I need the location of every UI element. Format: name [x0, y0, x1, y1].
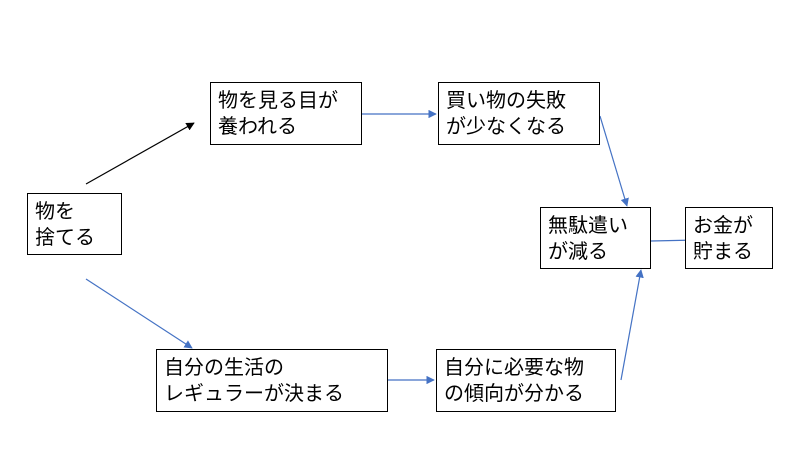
node-life-regulars: 自分の生活の レギュラーが決まる — [156, 349, 388, 412]
node-less-waste-line1: 無駄遣い — [548, 213, 628, 237]
node-fewer-mistakes: 買い物の失敗 が少なくなる — [438, 82, 600, 145]
arrow-throw-to-eye — [85, 122, 195, 185]
node-save-money: お金が 貯まる — [685, 207, 773, 269]
node-less-waste: 無駄遣い が減る — [540, 207, 651, 269]
arrow-fewer-to-reduce — [599, 115, 629, 207]
arrow-throw-to-regular — [85, 278, 193, 349]
node-throw-away: 物を 捨てる — [27, 193, 122, 255]
node-save-money-line2: 貯まる — [693, 239, 753, 263]
node-know-needs: 自分に必要な物 の傾向が分かる — [436, 349, 616, 412]
node-throw-away-line2: 捨てる — [35, 225, 95, 249]
node-know-needs-line1: 自分に必要な物 — [444, 355, 584, 379]
node-less-waste-line2: が減る — [548, 239, 608, 263]
node-eye-for-things-line2: 養われる — [218, 114, 297, 138]
node-know-needs-line2: の傾向が分かる — [444, 381, 584, 405]
node-throw-away-line1: 物を — [35, 199, 75, 223]
node-save-money-line1: お金が — [693, 213, 753, 237]
node-eye-for-things: 物を見る目が 養われる — [210, 82, 362, 145]
node-eye-for-things-line1: 物を見る目が — [218, 88, 338, 112]
node-fewer-mistakes-line1: 買い物の失敗 — [446, 88, 566, 112]
node-fewer-mistakes-line2: が少なくなる — [446, 114, 566, 138]
node-life-regulars-line2: レギュラーが決まる — [164, 381, 344, 405]
node-life-regulars-line1: 自分の生活の — [164, 355, 284, 379]
arrow-know-to-reduce — [620, 269, 644, 381]
